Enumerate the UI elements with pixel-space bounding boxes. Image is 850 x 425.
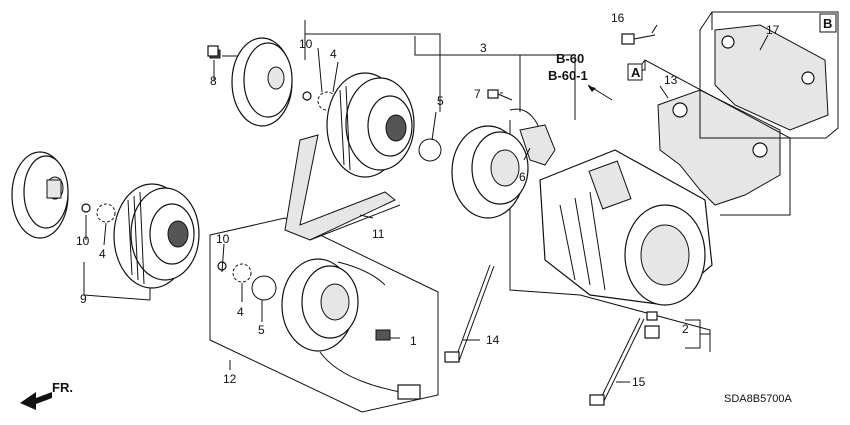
bracket-6 — [519, 124, 556, 166]
box-b-tag — [819, 13, 837, 33]
box-a-tag — [627, 63, 643, 81]
callout-4-top: 4 — [330, 47, 337, 61]
bracket-13 — [657, 89, 781, 206]
callout-17: 17 — [766, 23, 780, 37]
callout-14: 14 — [486, 333, 500, 347]
box-a-label: A — [631, 65, 641, 80]
callout-15: 15 — [632, 375, 646, 389]
callout-2: 2 — [682, 322, 689, 336]
callout-4-lower: 4 — [237, 305, 244, 319]
callout-10-lower: 10 — [216, 232, 230, 246]
box-b-label: B — [823, 16, 832, 31]
callout-16: 16 — [611, 11, 625, 25]
washer-10-top — [302, 91, 312, 101]
bolt-7 — [487, 89, 513, 101]
front-plate-top — [209, 37, 293, 127]
leader-lines — [83, 24, 769, 383]
callout-7: 7 — [474, 87, 481, 101]
clutch-group-12-box — [209, 217, 439, 413]
pulley-left — [113, 183, 200, 289]
callout-1: 1 — [410, 334, 417, 348]
bolt-14 — [444, 264, 495, 363]
group-2-bracket — [685, 319, 710, 349]
callout-11: 11 — [372, 227, 385, 241]
group-3-frame — [414, 36, 576, 120]
drive-belt — [284, 134, 401, 241]
front-plate-left — [11, 151, 69, 239]
box-b-frame — [699, 11, 839, 139]
snap-ring-4-lower — [232, 263, 252, 283]
group-5-frame — [304, 20, 441, 112]
reference-b60: B-60 — [556, 51, 584, 66]
front-direction-label: FR. — [52, 380, 73, 395]
callout-5-lower: 5 — [258, 323, 265, 337]
front-direction-arrow — [20, 392, 52, 410]
bracket-17 — [714, 24, 829, 131]
callout-13: 13 — [664, 73, 678, 87]
callout-5-top: 5 — [437, 94, 444, 108]
fitting-2 — [644, 311, 660, 339]
snap-ring-5-top — [418, 138, 442, 162]
connector-1 — [375, 329, 391, 341]
callout-10-left: 10 — [76, 234, 90, 248]
field-coil-upper — [451, 108, 549, 219]
pulley-top — [326, 72, 415, 178]
bolt-8 — [207, 45, 219, 57]
callout-10-top: 10 — [299, 37, 313, 51]
callout-3: 3 — [480, 41, 487, 55]
callout-8: 8 — [210, 74, 217, 88]
bolt-15 — [589, 317, 645, 406]
callout-9: 9 — [80, 292, 87, 306]
bolt-16 — [621, 33, 656, 45]
washer-10-left — [81, 203, 91, 213]
callout-12: 12 — [223, 372, 237, 386]
callout-6: 6 — [519, 170, 526, 184]
snap-ring-5-lower — [251, 275, 277, 301]
field-coil-lower — [281, 258, 421, 400]
reference-b60-1: B-60-1 — [548, 68, 588, 83]
compressor-body — [539, 149, 713, 306]
diagram-code: SDA8B5700A — [724, 393, 793, 405]
snap-ring-4-left — [96, 203, 116, 223]
callout-4-left: 4 — [99, 247, 106, 261]
